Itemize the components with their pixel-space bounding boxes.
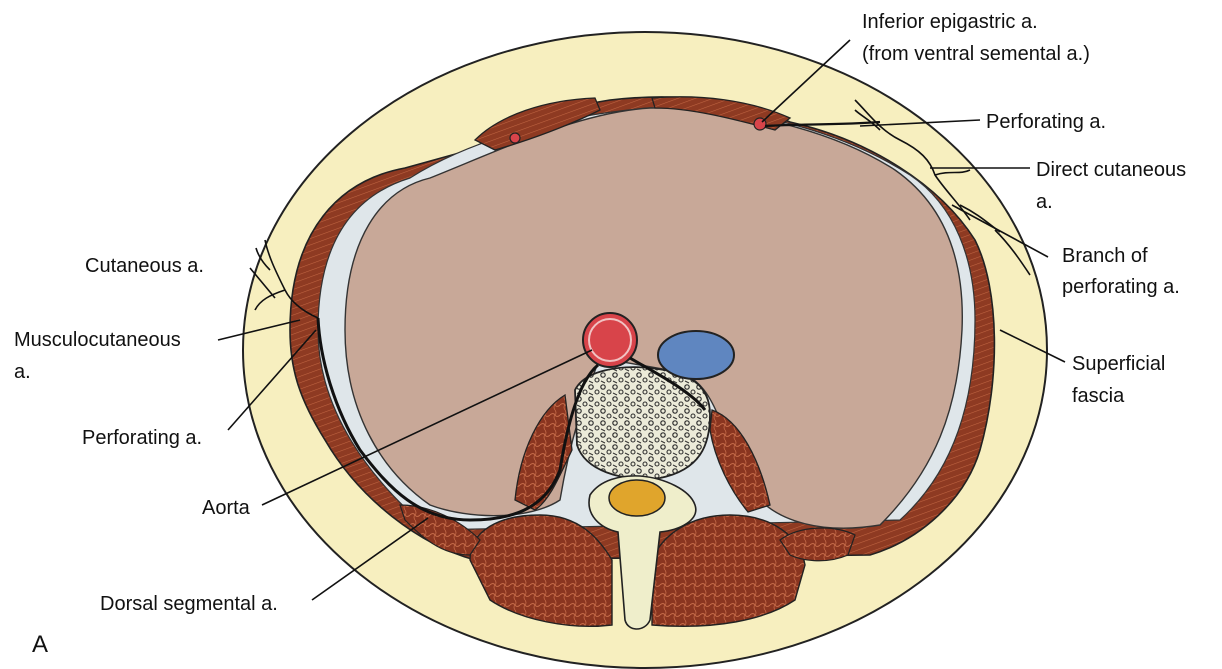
psoas-muscle-right bbox=[709, 409, 771, 513]
vena-cava bbox=[657, 330, 735, 380]
label-branch-perforating: Branch of bbox=[1062, 245, 1148, 267]
label-superficial-fascia-sub: fascia bbox=[1072, 385, 1125, 407]
label-inferior-epigastric-sub: (from ventral semental a.) bbox=[862, 43, 1090, 65]
dorsal-segmental-artery-right bbox=[629, 356, 707, 411]
label-perforating-left: Perforating a. bbox=[82, 427, 202, 449]
lateral-muscle-left bbox=[399, 504, 481, 556]
leader-branch-perforating bbox=[951, 204, 1049, 258]
label-branch-perforating-sub: perforating a. bbox=[1062, 276, 1180, 298]
vertebral-body bbox=[574, 366, 711, 480]
rectus-muscle-left bbox=[473, 97, 601, 151]
leader-musculocutaneous bbox=[217, 319, 301, 341]
label-aorta: Aorta bbox=[202, 497, 251, 519]
dorsal-segmental-artery bbox=[316, 317, 600, 522]
cutaneous-branches-right bbox=[854, 99, 1031, 276]
lateral-muscle-right bbox=[779, 527, 856, 562]
label-musculocutaneous-sub: a. bbox=[14, 361, 31, 383]
spinal-cord bbox=[608, 479, 666, 517]
label-perforating-right: Perforating a. bbox=[986, 111, 1106, 133]
label-dorsal-segmental: Dorsal segmental a. bbox=[100, 593, 278, 615]
label-cutaneous: Cutaneous a. bbox=[85, 255, 204, 277]
leader-inferior-epigastric bbox=[761, 39, 851, 123]
label-superficial-fascia: Superficial bbox=[1072, 353, 1165, 375]
dorsal-muscle-mass bbox=[469, 514, 613, 627]
leader-perforating-right bbox=[859, 119, 981, 127]
aorta-vessel bbox=[582, 312, 638, 368]
leader-aorta bbox=[261, 349, 593, 506]
leader-cutaneous bbox=[249, 267, 276, 299]
psoas-muscle-left bbox=[514, 393, 573, 511]
leader-superficial-fascia bbox=[999, 329, 1066, 363]
perforating-artery-right bbox=[764, 120, 881, 128]
vertebral-arch bbox=[588, 475, 697, 630]
panel-letter: A bbox=[32, 631, 48, 658]
leader-perforating-left bbox=[227, 329, 317, 431]
label-direct-cutaneous-sub: a. bbox=[1036, 191, 1053, 213]
label-direct-cutaneous: Direct cutaneous bbox=[1036, 159, 1186, 181]
label-musculocutaneous: Musculocutaneous bbox=[14, 329, 181, 351]
leader-dorsal-segmental bbox=[311, 517, 429, 601]
cutaneous-branches-left bbox=[254, 239, 319, 319]
label-inferior-epigastric: Inferior epigastric a. bbox=[862, 11, 1038, 33]
inferior-epigastric-vessel-left bbox=[509, 132, 521, 144]
aorta-inner-ring bbox=[588, 318, 632, 362]
